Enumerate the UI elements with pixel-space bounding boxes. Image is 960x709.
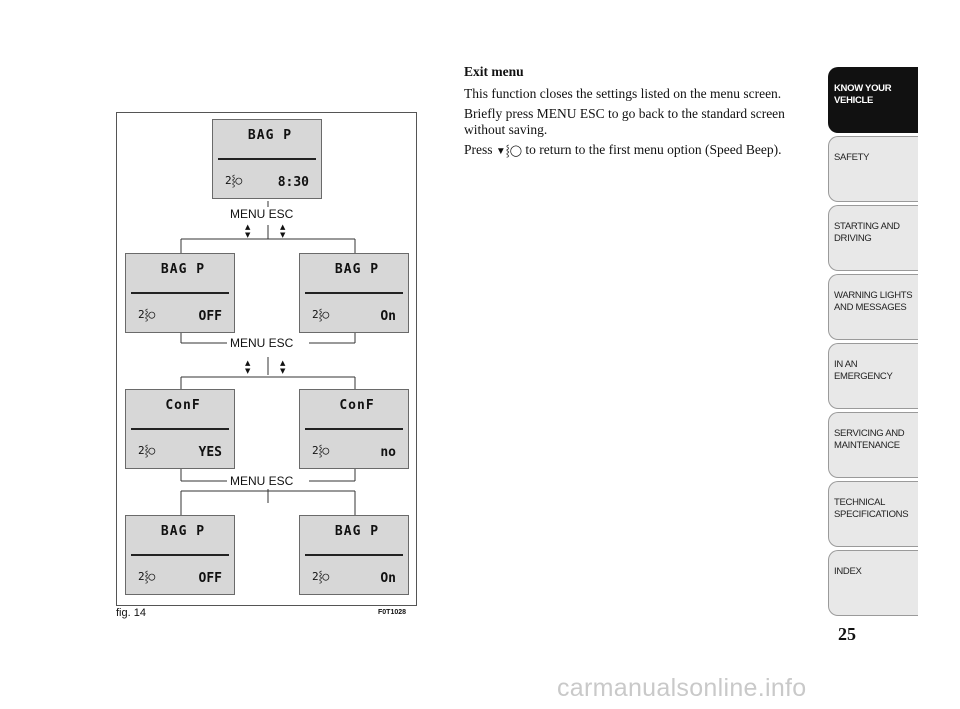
menu-esc-label-1: MENU ESC	[227, 207, 297, 221]
paragraph-3-pre: Press	[464, 142, 496, 157]
paragraph-3-post: to return to the first menu option (Spee…	[522, 142, 782, 157]
watermark: carmanualsonline.info	[557, 674, 807, 702]
lcd-top-text: BAG P	[247, 128, 293, 143]
paragraph-1: This function closes the settings listed…	[464, 86, 782, 101]
lcd-top-text: ConF	[339, 398, 375, 413]
up-down-arrow-icon: ▲▼	[280, 359, 286, 375]
lcd-top-text: BAG P	[160, 524, 206, 539]
airbag-icon: 2⸾◯	[138, 308, 156, 321]
figure-code: F0T1028	[378, 609, 407, 616]
tab-servicing[interactable]: SERVICING AND MAINTENANCE	[828, 412, 918, 478]
lcd-top-text: BAG P	[160, 262, 206, 277]
lcd-divider	[131, 428, 229, 430]
airbag-icon: 2⸾◯	[312, 444, 330, 457]
airbag-icon: ⸾◯	[505, 144, 523, 157]
tab-in-an-emergency[interactable]: IN AN EMERGENCY	[828, 343, 918, 409]
figure-caption: fig. 14	[116, 607, 146, 619]
lcd-divider	[131, 554, 229, 556]
lcd-value: On	[380, 309, 396, 324]
down-arrow-icon: ▼	[495, 146, 506, 157]
airbag-icon: 2⸾◯	[138, 570, 156, 583]
up-down-arrow-icon: ▲▼	[245, 359, 251, 375]
airbag-icon: 2⸾◯	[225, 174, 243, 187]
lcd-top-text: ConF	[165, 398, 201, 413]
airbag-icon: 2⸾◯	[312, 308, 330, 321]
menu-esc-label-3: MENU ESC	[227, 474, 297, 488]
tab-technical-specs[interactable]: TECHNICAL SPECIFICATIONS	[828, 481, 918, 547]
content-text: Exit menu This function closes the setti…	[464, 64, 804, 164]
lcd-value: OFF	[198, 309, 222, 324]
tab-index[interactable]: INDEX	[828, 550, 918, 616]
page-number: 25	[838, 624, 856, 644]
lcd-display-bag-on: BAG P 2⸾◯ On	[299, 253, 409, 333]
lcd-divider	[218, 158, 316, 160]
lcd-display-conf-no: ConF 2⸾◯ no	[299, 389, 409, 469]
lcd-display-conf-yes: ConF 2⸾◯ YES	[125, 389, 235, 469]
paragraph-2: Briefly press MENU ESC to go back to the…	[464, 106, 785, 137]
tab-starting-and-driving[interactable]: STARTING AND DRIVING	[828, 205, 918, 271]
lcd-top-text: BAG P	[334, 524, 380, 539]
lcd-display-clock: BAG P 2⸾◯ 8:30	[212, 119, 322, 199]
up-down-arrow-icon: ▲▼	[280, 223, 286, 239]
connector-lines	[180, 201, 356, 515]
tab-safety[interactable]: SAFETY	[828, 136, 918, 202]
lcd-value: On	[380, 571, 396, 586]
lcd-top-text: BAG P	[334, 262, 380, 277]
lcd-divider	[305, 428, 403, 430]
paragraph-3: Press ▼⸾◯ to return to the first menu op…	[464, 142, 804, 160]
tab-warning-lights[interactable]: WARNING LIGHTS AND MESSAGES	[828, 274, 918, 340]
lcd-value: no	[380, 445, 396, 460]
menu-esc-label-2: MENU ESC	[227, 336, 297, 350]
lcd-display-bag-on-final: BAG P 2⸾◯ On	[299, 515, 409, 595]
lcd-divider	[305, 292, 403, 294]
lcd-display-bag-off: BAG P 2⸾◯ OFF	[125, 253, 235, 333]
airbag-icon: 2⸾◯	[312, 570, 330, 583]
lcd-display-bag-off-final: BAG P 2⸾◯ OFF	[125, 515, 235, 595]
lcd-value: YES	[198, 445, 222, 460]
airbag-icon: 2⸾◯	[138, 444, 156, 457]
lcd-value: 8:30	[277, 175, 309, 190]
up-down-arrow-icon: ▲▼	[245, 223, 251, 239]
tab-know-your-vehicle[interactable]: KNOW YOUR VEHICLE	[828, 67, 918, 133]
lcd-divider	[305, 554, 403, 556]
lcd-value: OFF	[198, 571, 222, 586]
section-heading: Exit menu	[464, 64, 524, 79]
lcd-divider	[131, 292, 229, 294]
menu-flow-figure: BAG P 2⸾◯ 8:30 MENU ESC ▲▼ ▲▼ BAG P 2⸾◯ …	[116, 112, 417, 606]
